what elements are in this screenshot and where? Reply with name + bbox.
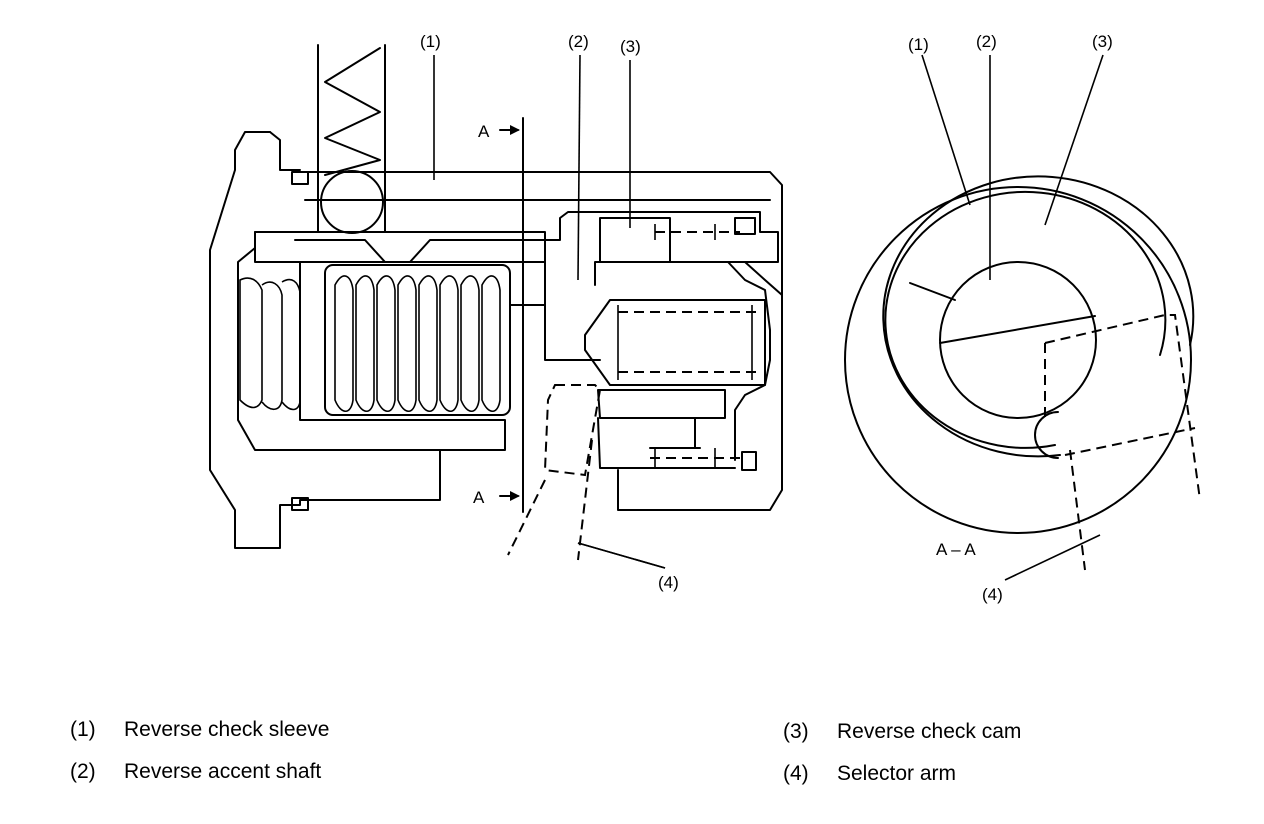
- spring-coil: [376, 275, 396, 413]
- spring-coil: [334, 275, 354, 413]
- callout-left-3: (3): [620, 37, 641, 56]
- callout-right-1: (1): [908, 35, 929, 54]
- legend-text: Reverse check cam: [837, 720, 1022, 743]
- spring-coil: [460, 275, 480, 413]
- cross-section-view: (1) (2) (3) (4) A A: [209, 32, 783, 592]
- legend-text: Reverse accent shaft: [124, 760, 322, 783]
- spring-coil: [481, 275, 501, 413]
- legend-item-4: (4) Selector arm: [783, 762, 956, 786]
- callout-right-2: (2): [976, 32, 997, 51]
- spring-coil: [355, 275, 375, 413]
- legend-number: (4): [783, 762, 809, 785]
- callout-right-4: (4): [982, 585, 1003, 604]
- legend-number: (2): [70, 760, 96, 783]
- spring-coil: [439, 275, 459, 413]
- callout-right-3: (3): [1092, 32, 1113, 51]
- legend-text: Selector arm: [837, 762, 957, 785]
- callout-left-4: (4): [658, 573, 679, 592]
- legend-number: (3): [783, 720, 809, 743]
- legend-text: Reverse check sleeve: [124, 718, 330, 741]
- callout-left-2: (2): [568, 32, 589, 51]
- section-a-a-view: (1) (2) (3) (4) A – A: [844, 32, 1201, 604]
- legend-item-3: (3) Reverse check cam: [783, 720, 1021, 744]
- section-view-title: A – A: [936, 540, 976, 559]
- callout-left-1: (1): [420, 32, 441, 51]
- spring-coil: [397, 275, 417, 413]
- spring-coil: [418, 275, 438, 413]
- legend-number: (1): [70, 718, 96, 741]
- section-mark-bottom: A: [473, 488, 485, 507]
- section-mark-top: A: [478, 122, 490, 141]
- legend-item-1: (1) Reverse check sleeve: [70, 718, 329, 742]
- legend-item-2: (2) Reverse accent shaft: [70, 760, 321, 784]
